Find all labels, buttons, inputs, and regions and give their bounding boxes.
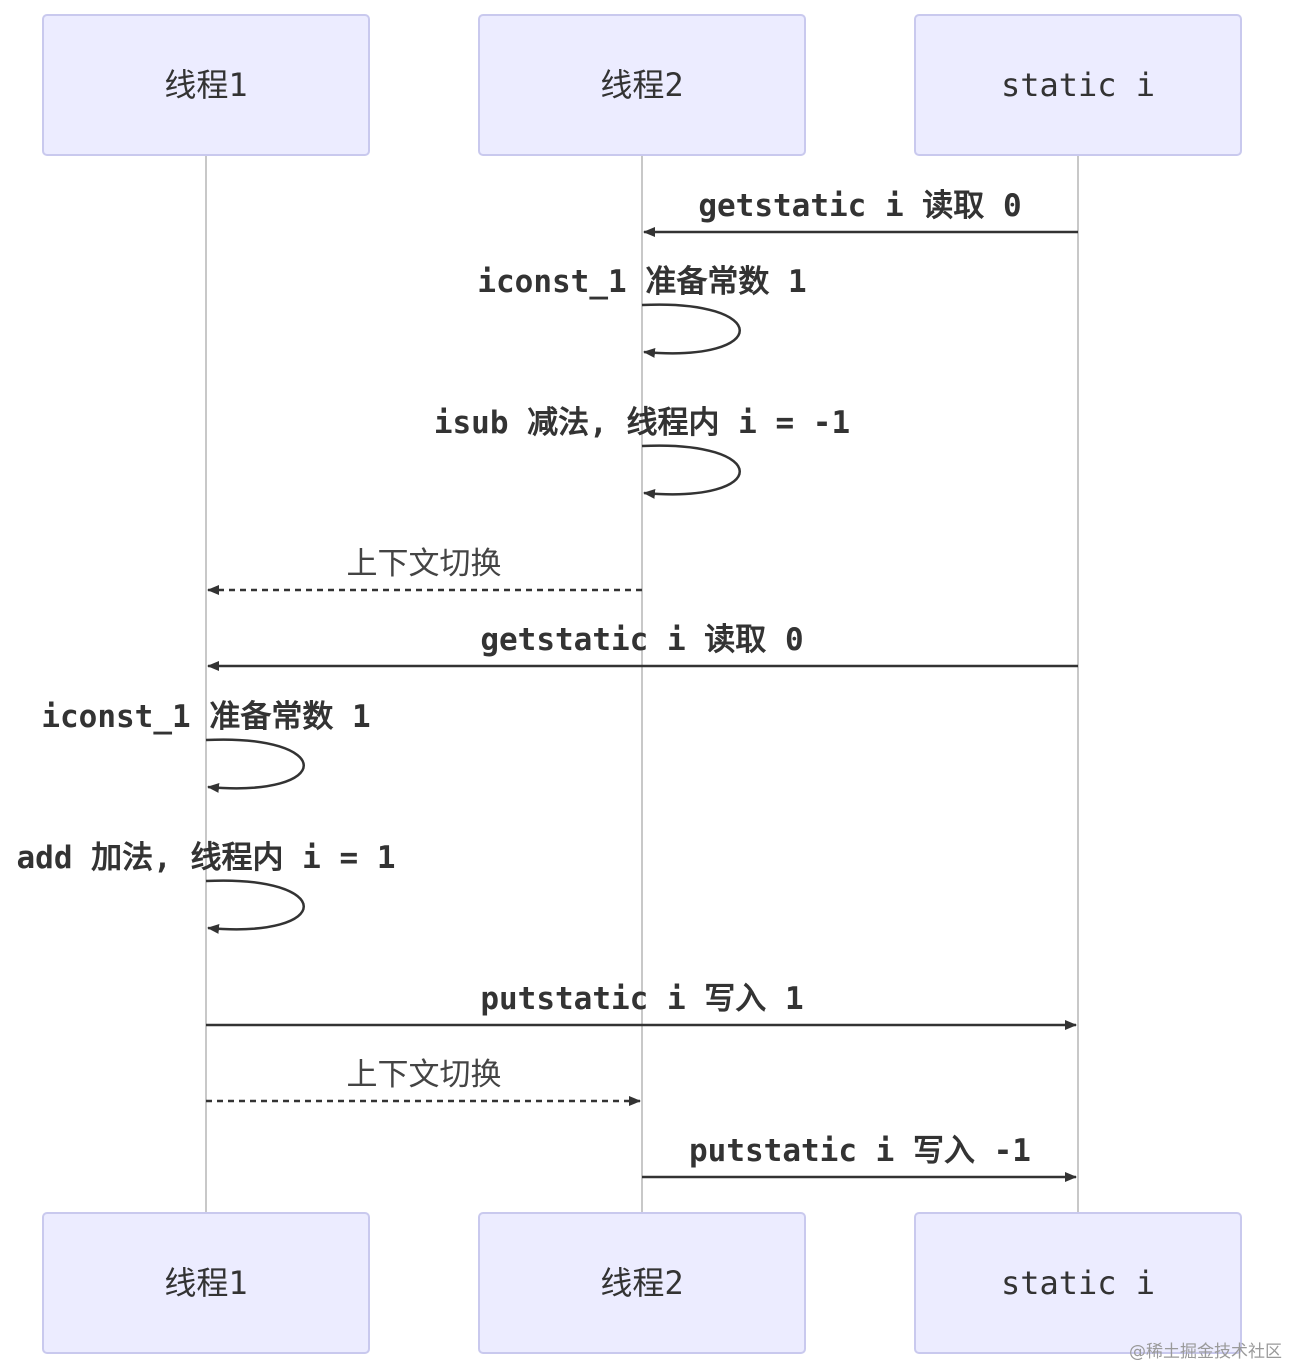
self-arrow [205, 738, 305, 793]
message-6: iconst_1 准备常数 1 [41, 699, 371, 793]
message-label: iconst_1 准备常数 1 [477, 264, 806, 300]
actor-box [914, 1212, 1242, 1354]
message-1: getstatic i 读取 0 [643, 188, 1078, 237]
actor-box [42, 14, 370, 156]
message-label: getstatic i 读取 0 [698, 188, 1021, 224]
message-9: 上下文切换 [206, 1057, 641, 1106]
actor-label: 线程1 [164, 66, 247, 104]
message-label: putstatic i 写入 1 [480, 981, 803, 1017]
watermark: @稀土掘金技术社区 [1129, 1342, 1282, 1362]
actor-top-t2: 线程2 [478, 14, 806, 156]
message-label: add 加法, 线程内 i = 1 [17, 840, 396, 876]
actor-bottom-t2: 线程2 [478, 1212, 806, 1354]
self-arrow [205, 879, 305, 934]
actor-label: 线程2 [600, 66, 683, 104]
actor-bottom-t1: 线程1 [42, 1212, 370, 1354]
message-2: iconst_1 准备常数 1 [477, 264, 807, 358]
message-8: putstatic i 写入 1 [206, 981, 1077, 1030]
actor-label: static i [1001, 1264, 1155, 1302]
actor-label: 线程2 [600, 1264, 683, 1302]
message-label: putstatic i 写入 -1 [689, 1133, 1031, 1169]
message-label: getstatic i 读取 0 [480, 622, 803, 658]
actor-box [478, 1212, 806, 1354]
actor-top-t1: 线程1 [42, 14, 370, 156]
actor-top-si: static i [914, 14, 1242, 156]
message-label: iconst_1 准备常数 1 [41, 699, 370, 735]
message-4: 上下文切换 [207, 546, 642, 595]
message-10: putstatic i 写入 -1 [642, 1133, 1077, 1182]
actor-label: static i [1001, 66, 1155, 104]
self-arrow [641, 303, 741, 358]
message-label: isub 减法, 线程内 i = -1 [434, 405, 850, 441]
actor-box [478, 14, 806, 156]
actor-label: 线程1 [164, 1264, 247, 1302]
self-arrow [641, 444, 741, 499]
actor-box [914, 14, 1242, 156]
message-3: isub 减法, 线程内 i = -1 [434, 405, 850, 499]
message-5: getstatic i 读取 0 [207, 622, 1078, 671]
actor-bottom-si: static i [914, 1212, 1242, 1354]
message-7: add 加法, 线程内 i = 1 [17, 840, 396, 934]
message-label: 上下文切换 [347, 546, 502, 582]
message-label: 上下文切换 [347, 1057, 502, 1093]
actor-box [42, 1212, 370, 1354]
